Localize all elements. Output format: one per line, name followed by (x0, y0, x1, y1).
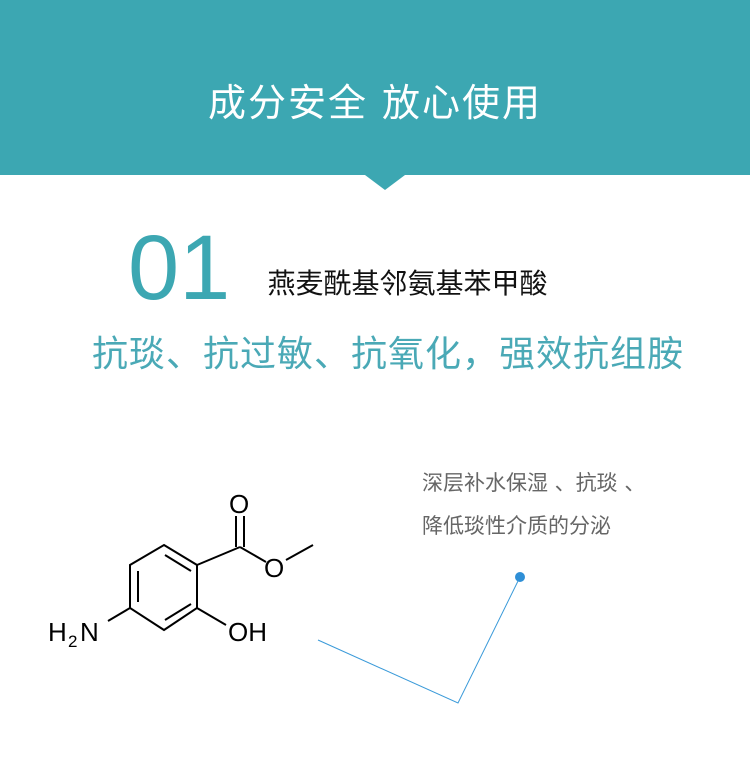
section-number: 01 (128, 217, 231, 319)
header-banner: 成分安全 放心使用 (0, 0, 750, 175)
description-line-1: 深层补水保湿 、抗琰 、 (422, 471, 646, 495)
hydroxyl-group: OH (228, 617, 267, 647)
ester-oxygen: O (264, 553, 284, 583)
page-title: 成分安全 放心使用 (207, 81, 543, 125)
benefits-text: 抗琰、抗过敏、抗氧化，强效抗组胺 (92, 334, 685, 375)
banner-pointer (365, 175, 405, 190)
callout-dot (515, 572, 525, 582)
callout-line (317, 576, 521, 704)
description-line-2: 降低琰性介质的分泌 (422, 514, 611, 538)
amine-n: N (80, 617, 99, 647)
amine-subscript: 2 (68, 632, 77, 651)
amine-h: H (48, 617, 67, 647)
carbonyl-oxygen: O (229, 489, 249, 519)
ingredient-name: 燕麦酰基邻氨基苯甲酸 (267, 267, 548, 300)
